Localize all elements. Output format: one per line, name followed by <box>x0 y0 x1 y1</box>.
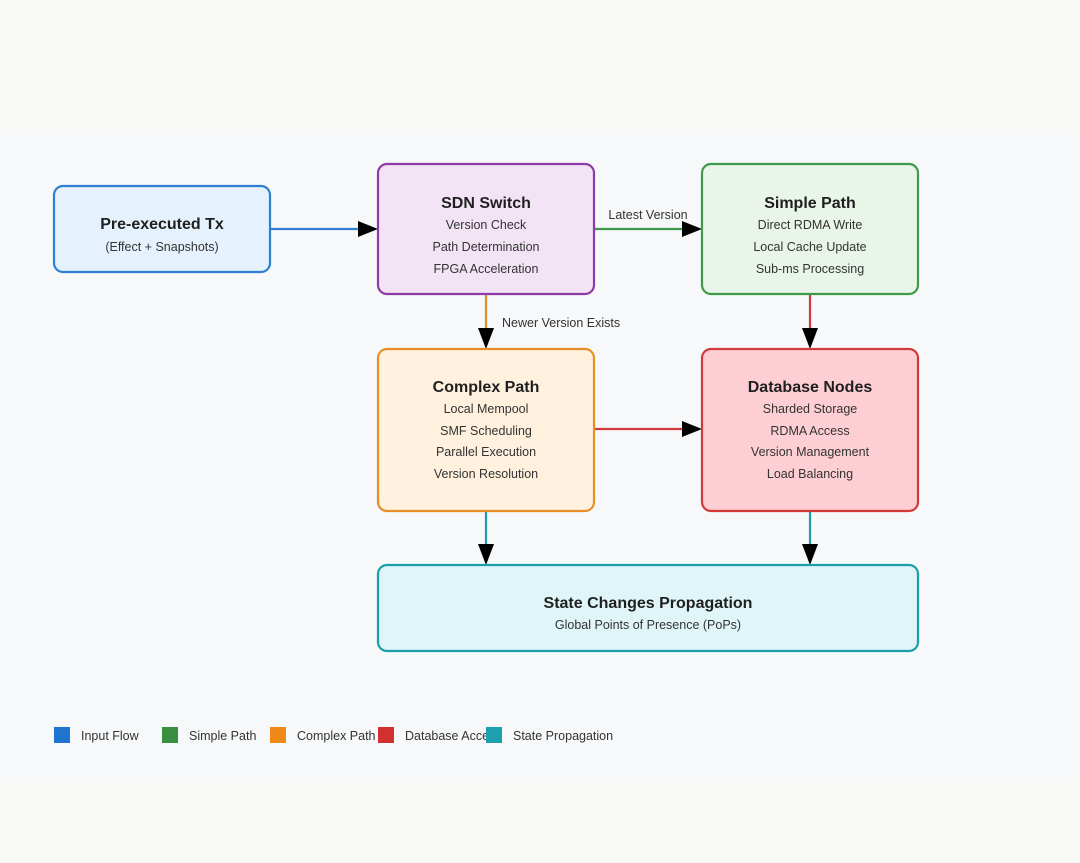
node-pre-executed-tx: Pre-executed Tx (Effect + Snapshots) <box>52 184 272 274</box>
node-line: Version Resolution <box>434 467 538 481</box>
arrowhead <box>682 421 702 437</box>
legend-label: Complex Path <box>297 729 376 743</box>
legend-label: State Propagation <box>513 729 613 743</box>
node-simple-path: Simple Path Direct RDMA Write Local Cach… <box>700 162 920 296</box>
node-title: Complex Path <box>433 379 540 396</box>
arrowhead <box>682 221 702 237</box>
legend-label: Input Flow <box>81 729 140 743</box>
node-box <box>376 563 920 653</box>
legend-swatch <box>54 727 70 743</box>
node-state-changes-propagation: State Changes Propagation Global Points … <box>376 563 920 653</box>
legend-swatch <box>162 727 178 743</box>
node-complex-path: Complex Path Local Mempool SMF Schedulin… <box>376 347 596 513</box>
arrowhead <box>478 328 494 349</box>
node-line: SMF Scheduling <box>440 424 532 438</box>
node-line: Version Management <box>751 445 870 459</box>
node-line: Direct RDMA Write <box>758 218 863 232</box>
node-line: Local Cache Update <box>753 240 866 254</box>
node-box <box>52 184 272 274</box>
node-line: FPGA Acceleration <box>434 262 539 276</box>
node-line: Global Points of Presence (PoPs) <box>555 618 741 632</box>
node-box <box>376 162 596 296</box>
node-line: Path Determination <box>432 240 539 254</box>
node-line: Sharded Storage <box>763 402 858 416</box>
node-title: Simple Path <box>764 195 856 212</box>
legend-swatch <box>486 727 502 743</box>
node-title: State Changes Propagation <box>544 595 753 612</box>
arrowhead <box>802 328 818 349</box>
node-box <box>700 162 920 296</box>
node-line: RDMA Access <box>770 424 849 438</box>
node-title: SDN Switch <box>441 195 531 212</box>
node-line: Local Mempool <box>444 402 529 416</box>
legend: Input Flow Simple Path Complex Path Data… <box>54 727 613 743</box>
node-line: Parallel Execution <box>436 445 536 459</box>
legend-label: Simple Path <box>189 729 256 743</box>
node-title: Pre-executed Tx <box>100 216 224 233</box>
node-box <box>376 347 596 513</box>
arrowhead <box>478 544 494 565</box>
node-line: Sub-ms Processing <box>756 262 864 276</box>
arrowhead <box>358 221 378 237</box>
node-line: (Effect + Snapshots) <box>105 240 218 254</box>
legend-swatch <box>270 727 286 743</box>
node-title: Database Nodes <box>748 379 873 396</box>
arrowhead <box>802 544 818 565</box>
node-line: Load Balancing <box>767 467 853 481</box>
edge-label-latest-version: Latest Version <box>608 208 687 222</box>
node-sdn-switch: SDN Switch Version Check Path Determinat… <box>376 162 596 296</box>
legend-swatch <box>378 727 394 743</box>
node-box <box>700 347 920 513</box>
legend-label: Database Access <box>405 729 502 743</box>
node-line: Version Check <box>446 218 527 232</box>
arrowheads <box>358 221 818 565</box>
edge-label-newer-version: Newer Version Exists <box>502 316 620 330</box>
node-database-nodes: Database Nodes Sharded Storage RDMA Acce… <box>700 347 920 513</box>
